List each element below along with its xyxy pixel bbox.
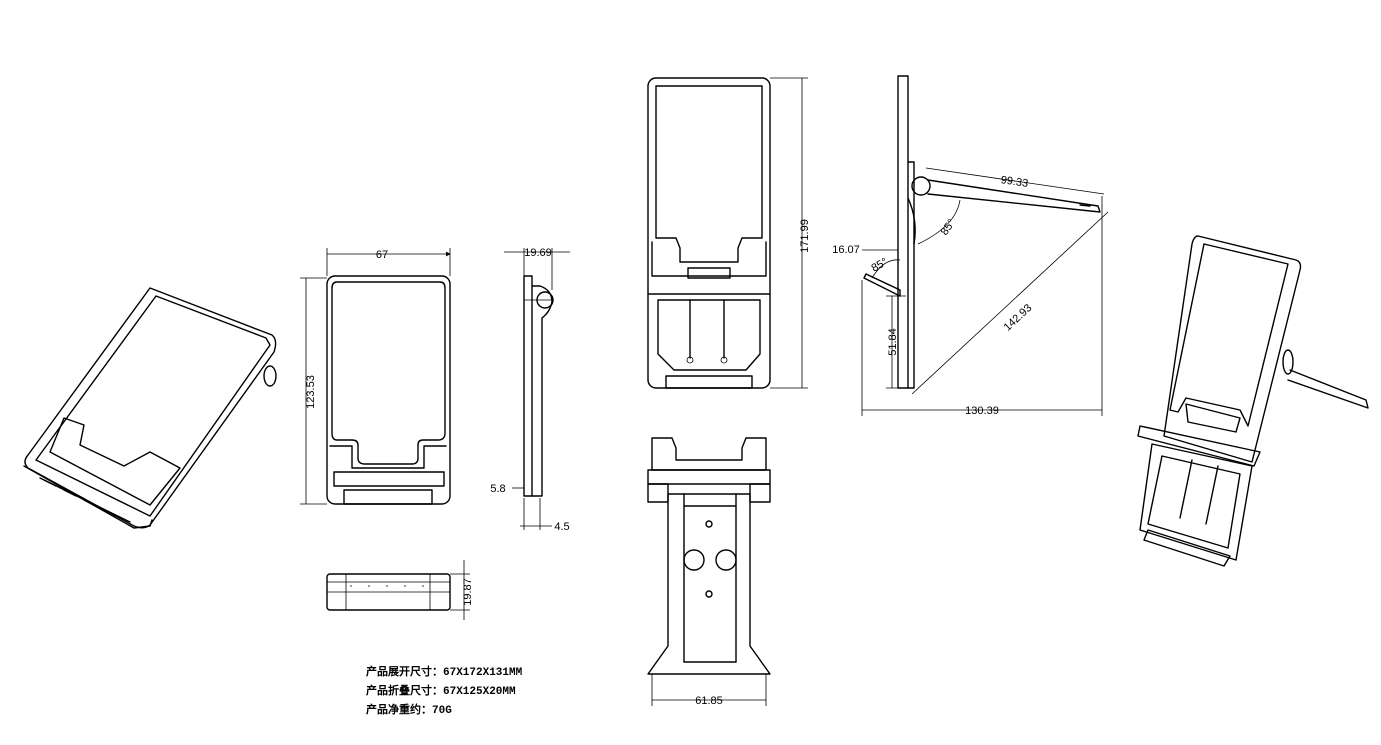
product-specs: 产品展开尺寸：67X172X131MM 产品折叠尺寸：67X125X20MM 产… [366,664,522,721]
isometric-view-unfolded [1137,235,1369,567]
unfolded-height-label: 171.99 [799,219,811,253]
back-width-dimension: 61.85 [651,674,767,707]
stand-dimensions: 99.33 85° 85° 16.07 142.93 51.84 130.39 [832,167,1109,417]
side-view-dimensions: 19.69 5.8 4.5 [490,247,570,533]
stand-lower-height-label: 51.84 [887,328,899,356]
side-view-folded [523,275,554,497]
front-view-folded [326,275,451,505]
bottom-height-label: 19.87 [462,578,474,606]
front-view-height-dimension: 123.53 [300,277,327,505]
front-view-unfolded [647,77,771,389]
front-width-label: 67 [376,249,388,261]
side-depth-label: 19.69 [524,247,552,259]
side-view-unfolded [863,75,1101,389]
net-weight-spec: 产品净重约：70G [366,705,452,717]
bottom-view-folded [326,573,451,611]
side-lip-label: 5.8 [490,483,505,495]
unfolded-size-spec: 产品展开尺寸：67X172X131MM [366,667,523,679]
back-width-label: 61.85 [695,695,723,707]
stand-base-label: 130.39 [965,405,999,417]
stand-offset-label: 16.07 [832,244,860,256]
isometric-view-folded [23,287,277,529]
side-thickness-label: 4.5 [554,521,569,533]
back-view-unfolded [647,437,771,675]
stand-upper-angle-label: 85° [939,217,958,238]
folded-size-spec: 产品折叠尺寸：67X125X20MM [366,686,516,698]
front-height-label: 123.53 [305,375,317,409]
front-view-width-dimension: 67 [326,248,451,276]
bottom-view-height-dimension: 19.87 [450,560,474,620]
unfolded-height-dimension: 171.99 [770,77,811,389]
stand-arm-label: 99.33 [1000,174,1029,190]
stand-lower-angle-label: 85° [870,256,890,275]
